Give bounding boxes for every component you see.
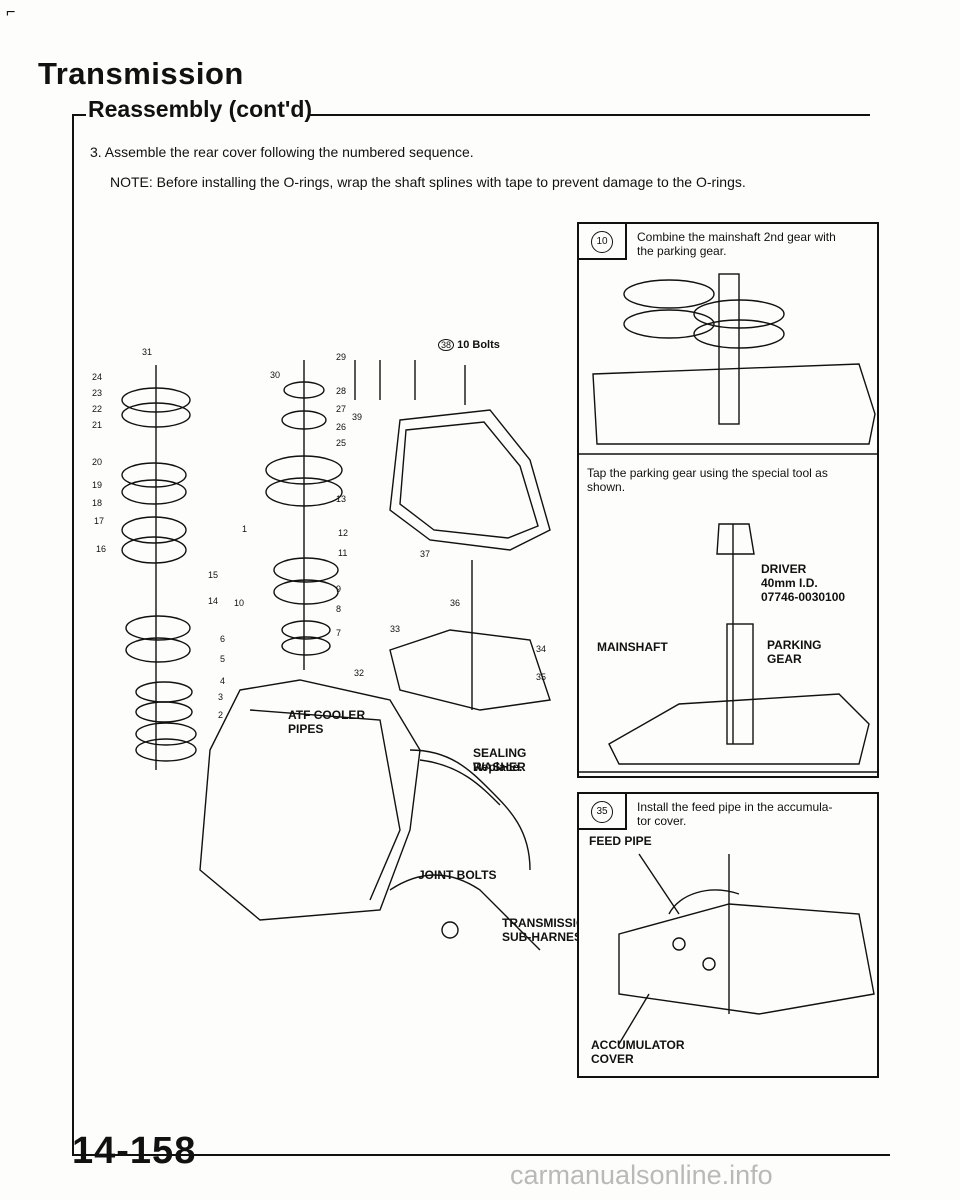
step-badge-35: 35 bbox=[579, 794, 627, 830]
svg-text:26: 26 bbox=[336, 422, 346, 432]
svg-text:15: 15 bbox=[208, 570, 218, 580]
page-border-bottom bbox=[72, 1154, 890, 1156]
badge-number: 10 bbox=[591, 231, 613, 253]
step-badge-10: 10 bbox=[579, 224, 627, 260]
svg-text:19: 19 bbox=[92, 480, 102, 490]
svg-text:13: 13 bbox=[336, 494, 346, 504]
svg-text:27: 27 bbox=[336, 404, 346, 414]
svg-text:4: 4 bbox=[220, 676, 225, 686]
svg-text:25: 25 bbox=[336, 438, 346, 448]
badge-number: 35 bbox=[591, 801, 613, 823]
driver-label: DRIVER 40mm I.D. 07746-0030100 bbox=[761, 562, 846, 604]
replace-label: Replace. bbox=[473, 760, 523, 774]
tap-instruction: Tap the parking gear using the special t… bbox=[587, 466, 828, 494]
svg-text:29: 29 bbox=[336, 352, 346, 362]
svg-text:12: 12 bbox=[338, 528, 348, 538]
svg-text:8: 8 bbox=[336, 604, 341, 614]
svg-text:18: 18 bbox=[92, 498, 102, 508]
svg-text:28: 28 bbox=[336, 386, 346, 396]
page-border-left bbox=[72, 114, 74, 1154]
accumulator-drawing bbox=[618, 853, 875, 1045]
svg-text:32: 32 bbox=[354, 668, 364, 678]
parking-gear-panel: 10 Combine the mainshaft 2nd gear with t… bbox=[577, 222, 879, 778]
svg-text:24: 24 bbox=[92, 372, 102, 382]
bolts-callout-number: 38 bbox=[438, 339, 455, 351]
svg-text:3: 3 bbox=[218, 692, 223, 702]
sealing-washer-label: SEALING WASHER bbox=[473, 746, 527, 774]
svg-text:30: 30 bbox=[270, 370, 280, 380]
svg-text:9: 9 bbox=[336, 584, 341, 594]
svg-text:22: 22 bbox=[92, 404, 102, 414]
sub-harness-label: TRANSMISSION SUB-HARNESS bbox=[502, 916, 595, 944]
parking-gear-drawing bbox=[579, 273, 877, 773]
svg-text:6: 6 bbox=[220, 634, 225, 644]
accumulator-cover-label: ACCUMULATOR COVER bbox=[591, 1038, 685, 1066]
svg-text:11: 11 bbox=[338, 548, 347, 558]
svg-text:14: 14 bbox=[208, 596, 218, 606]
svg-text:36: 36 bbox=[450, 598, 460, 608]
svg-text:2: 2 bbox=[218, 710, 223, 720]
section-heading: Reassembly (cont'd) bbox=[88, 96, 313, 122]
feed-pipe-instruction: Install the feed pipe in the accumula- t… bbox=[637, 800, 833, 828]
svg-text:21: 21 bbox=[92, 420, 102, 430]
svg-text:33: 33 bbox=[390, 624, 400, 634]
svg-text:23: 23 bbox=[92, 388, 102, 398]
parking-gear-label: PARKING GEAR bbox=[767, 638, 822, 666]
svg-text:37: 37 bbox=[420, 549, 430, 559]
joint-bolts-label: JOINT BOLTS bbox=[418, 868, 497, 882]
svg-text:34: 34 bbox=[536, 644, 546, 654]
svg-text:17: 17 bbox=[94, 516, 104, 526]
svg-text:39: 39 bbox=[352, 412, 362, 422]
step-3-text: 3. Assemble the rear cover following the… bbox=[90, 144, 474, 160]
section-rule bbox=[310, 114, 870, 116]
combine-instruction: Combine the mainshaft 2nd gear with the … bbox=[637, 230, 836, 258]
feed-pipe-label: FEED PIPE bbox=[589, 834, 652, 848]
svg-text:1: 1 bbox=[242, 524, 247, 534]
mainshaft-label: MAINSHAFT bbox=[597, 640, 668, 654]
svg-text:35: 35 bbox=[536, 672, 546, 682]
bolts-callout: 38 10 Bolts bbox=[438, 338, 500, 352]
svg-text:16: 16 bbox=[96, 544, 106, 554]
note-text: NOTE: Before installing the O-rings, wra… bbox=[110, 174, 746, 190]
section-rule-left bbox=[72, 114, 86, 116]
svg-text:31: 31 bbox=[142, 347, 152, 357]
corner-mark: ⌐ bbox=[6, 4, 16, 21]
bolts-callout-text: 10 Bolts bbox=[457, 339, 500, 351]
watermark: carmanualsonline.info bbox=[510, 1160, 773, 1190]
page-number: 14-158 bbox=[72, 1130, 197, 1172]
feed-pipe-panel: 35 Install the feed pipe in the accumula… bbox=[577, 792, 879, 1078]
svg-text:20: 20 bbox=[92, 457, 102, 467]
page-title: Transmission bbox=[38, 56, 244, 91]
svg-text:7: 7 bbox=[336, 628, 341, 638]
svg-text:10: 10 bbox=[234, 598, 244, 608]
atf-cooler-pipes-label: ATF COOLER PIPES bbox=[288, 708, 366, 736]
svg-text:5: 5 bbox=[220, 654, 225, 664]
